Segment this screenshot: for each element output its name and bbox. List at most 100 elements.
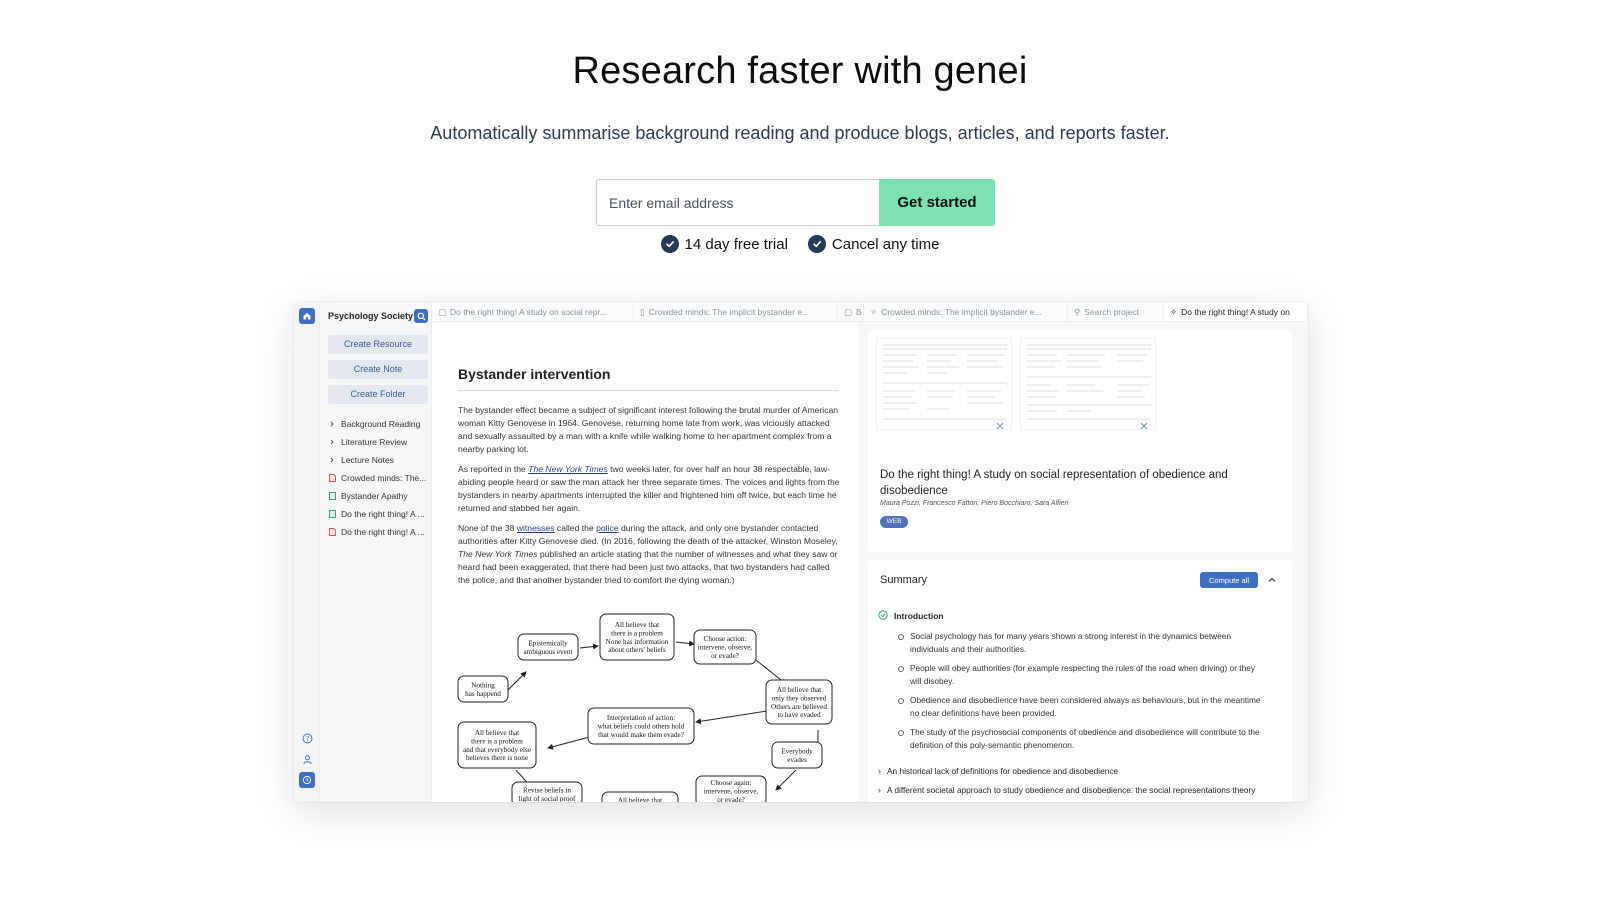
flow-node-text: Others are believed: [771, 703, 827, 711]
paper-pane: Do the right thing! A study on social re…: [858, 322, 1308, 802]
flow-node-text: that would make them evade?: [598, 731, 684, 739]
flow-node-text: All believe that: [475, 729, 519, 737]
summary-section-collapsed[interactable]: › A different societal approach to study…: [878, 784, 1278, 796]
project-sidebar: Psychology Society Create Resource Creat…: [320, 302, 432, 802]
flow-node-text: and that everybody else: [463, 746, 531, 754]
document-title: Bystander intervention: [458, 366, 611, 382]
page-thumbnail[interactable]: [1020, 338, 1156, 430]
perk-label: 14 day free trial: [684, 235, 788, 253]
project-name: Psychology Society: [328, 311, 414, 321]
tree-item-label: Lecture Notes: [341, 455, 394, 465]
tab-crowded-minds[interactable]: ▯ Crowded minds: The implicit bystander …: [634, 302, 838, 321]
get-started-button[interactable]: Get started: [879, 179, 995, 226]
witnesses-link[interactable]: witnesses: [516, 523, 555, 533]
chevron-right-icon: [328, 420, 336, 428]
tree-item-folder[interactable]: Literature Review: [328, 433, 432, 451]
flow-node-text: only they observed: [772, 694, 827, 702]
search-icon[interactable]: [414, 309, 428, 323]
document-icon: ▯: [640, 306, 645, 317]
home-icon[interactable]: [299, 308, 315, 324]
tab-do-the-right-thing[interactable]: ▢ Do the right thing! A study on social …: [432, 302, 634, 321]
flow-node-text: All believe that: [615, 621, 659, 629]
tab-search-project[interactable]: ⚲ Search project: [1068, 302, 1164, 321]
flow-node-text: believes there is none: [466, 754, 528, 762]
sparkle-icon: ✧: [1170, 306, 1178, 317]
note-icon: [328, 492, 336, 500]
flow-node-text: what beliefs could others hold: [598, 723, 685, 731]
note-icon: ▢: [438, 306, 447, 317]
paper-card: Do the right thing! A study on social re…: [868, 330, 1292, 552]
flow-node-text: or evade?: [717, 796, 745, 802]
tree-item-label: Crowded minds: The...: [341, 473, 427, 483]
tree-item-file[interactable]: Bystander Apathy: [328, 487, 432, 505]
summary-heading: Summary: [880, 574, 928, 586]
project-tree: Background Reading Literature Review Lec…: [328, 415, 432, 541]
signup-form: Get started: [596, 179, 995, 226]
nyt-link[interactable]: The New York Times: [528, 464, 608, 474]
document-paragraph: The bystander effect became a subject of…: [458, 405, 839, 454]
tree-item-file[interactable]: Crowded minds: The...: [328, 469, 432, 487]
create-note-button[interactable]: Create Note: [328, 360, 428, 379]
tree-item-file[interactable]: Do the right thing! A ...: [328, 523, 432, 541]
tab-label: Search project: [1084, 307, 1140, 317]
flow-node: Choose again:intervene, observe,or evade…: [695, 775, 767, 802]
tree-item-label: Do the right thing! A ...: [341, 527, 425, 537]
flow-node-text: there is a problem: [471, 737, 523, 745]
clock-icon[interactable]: [299, 772, 315, 788]
tab-label: Do the right thing! A study on social re…: [450, 307, 607, 317]
tab-crowded-minds-summary[interactable]: ✧ Crowded minds: The implicit bystander …: [864, 302, 1068, 321]
chevron-up-icon[interactable]: [1266, 573, 1278, 585]
compute-all-button[interactable]: Compute all: [1200, 572, 1258, 588]
flow-node-text: there is a problem: [611, 629, 663, 637]
create-folder-button[interactable]: Create Folder: [328, 385, 428, 404]
project-header: Psychology Society: [328, 309, 428, 323]
summary-section-collapsed[interactable]: › An historical lack of definitions for …: [878, 765, 1278, 777]
pdf-icon: [328, 474, 336, 482]
document-paragraph: None of the 38 witnesses called the poli…: [458, 523, 838, 585]
flow-node-text: intervene, observe,: [704, 788, 759, 796]
hero-title: Research faster with genei: [572, 50, 1028, 92]
tree-item-folder[interactable]: Lecture Notes: [328, 451, 432, 469]
email-input[interactable]: [596, 179, 879, 226]
flow-node: Choose action:intervene, observe,or evad…: [693, 629, 757, 665]
tree-item-label: Do the right thing! A ...: [341, 509, 425, 519]
document-paragraph: As reported in the The New York Times tw…: [458, 464, 840, 513]
help-icon[interactable]: ?: [299, 730, 315, 746]
tab-label: Crowded minds: The implicit bystander e.…: [881, 307, 1042, 317]
tab-bystander[interactable]: ▢ B: [838, 302, 864, 321]
tree-item-file[interactable]: Do the right thing! A ...: [328, 505, 432, 523]
summary-bullet: People will obey authorities (for exampl…: [898, 662, 1268, 687]
perk-label: Cancel any time: [831, 235, 940, 253]
tree-item-folder[interactable]: Background Reading: [328, 415, 432, 433]
flow-node-text: has happend: [465, 690, 501, 698]
flow-node-text: Choose action:: [704, 635, 747, 643]
police-link[interactable]: police: [596, 523, 619, 533]
note-icon: ▢: [844, 306, 853, 317]
summary-section-introduction[interactable]: Introduction: [878, 610, 944, 622]
tab-active-paper[interactable]: ✧ Do the right thing! A study on: [1164, 302, 1308, 321]
user-icon[interactable]: [299, 751, 315, 767]
summary-bullet: Obedience and disobedience have been con…: [898, 694, 1268, 719]
flow-node-text: light of social proof: [519, 795, 576, 802]
perks-list: 14 day free trial Cancel any time: [0, 235, 1600, 253]
flow-node-text: or evade?: [711, 652, 739, 660]
icon-rail: ?: [294, 302, 320, 802]
section-label: An historical lack of definitions for ob…: [887, 766, 1119, 776]
create-resource-button[interactable]: Create Resource: [328, 335, 428, 354]
summary-bullet: The study of the psychosocial components…: [898, 726, 1268, 751]
chevron-right-icon: [328, 438, 336, 446]
check-circle-icon: [807, 235, 826, 253]
pdf-icon: [328, 528, 336, 536]
flow-node: Interpretation of action:what beliefs co…: [587, 707, 695, 745]
flow-node-text: Choose again:: [711, 779, 752, 787]
page-thumbnail[interactable]: [876, 338, 1012, 430]
check-circle-icon: [660, 235, 679, 253]
tree-item-label: Literature Review: [341, 437, 408, 447]
